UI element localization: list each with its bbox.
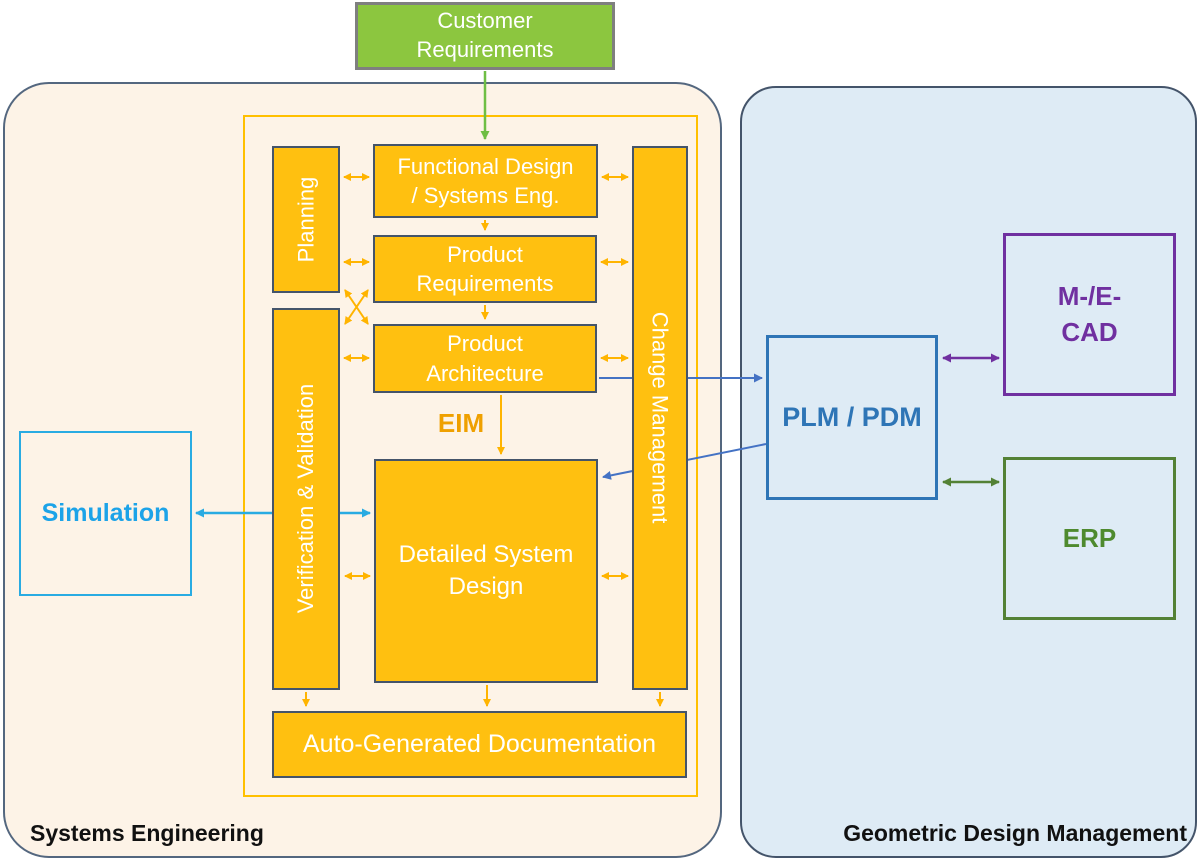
product-architecture-box: Product Architecture	[373, 324, 597, 393]
simulation-box: Simulation	[19, 431, 192, 596]
geometric-design-management-panel	[740, 86, 1197, 858]
erp-label: ERP	[1062, 523, 1117, 553]
eim-annotation: EIM	[430, 406, 492, 440]
change-management-box: Change Management	[632, 146, 688, 690]
customer-requirements-label: Customer Requirements	[416, 8, 554, 62]
functional-design-label: Functional Design / Systems Eng.	[397, 153, 574, 208]
verification-validation-box: Verification & Validation	[272, 308, 340, 690]
auto-generated-documentation-box: Auto-Generated Documentation	[272, 711, 687, 778]
plm-pdm-box: PLM / PDM	[766, 335, 938, 500]
eim-label: EIM	[437, 407, 485, 438]
geometric-design-management-caption: Geometric Design Management	[843, 820, 1187, 846]
detailed-system-design-box: Detailed System Design	[374, 459, 598, 683]
planning-label: Planning	[293, 176, 319, 263]
systems-engineering-caption: Systems Engineering	[30, 820, 264, 846]
product-requirements-box: Product Requirements	[373, 235, 597, 303]
simulation-label: Simulation	[41, 499, 170, 527]
customer-requirements-box: Customer Requirements	[355, 2, 615, 70]
plm-pdm-label: PLM / PDM	[782, 402, 922, 432]
auto-generated-documentation-label: Auto-Generated Documentation	[303, 730, 656, 758]
me-cad-box: M-/E- CAD	[1003, 233, 1176, 396]
change-management-label: Change Management	[647, 312, 673, 524]
product-architecture-label: Product Architecture	[426, 331, 544, 386]
verification-validation-label: Verification & Validation	[293, 384, 319, 614]
me-cad-label: M-/E- CAD	[1057, 281, 1122, 347]
erp-box: ERP	[1003, 457, 1176, 620]
functional-design-box: Functional Design / Systems Eng.	[373, 144, 598, 218]
detailed-system-design-label: Detailed System Design	[398, 541, 574, 600]
product-requirements-label: Product Requirements	[416, 241, 554, 296]
planning-box: Planning	[272, 146, 340, 293]
